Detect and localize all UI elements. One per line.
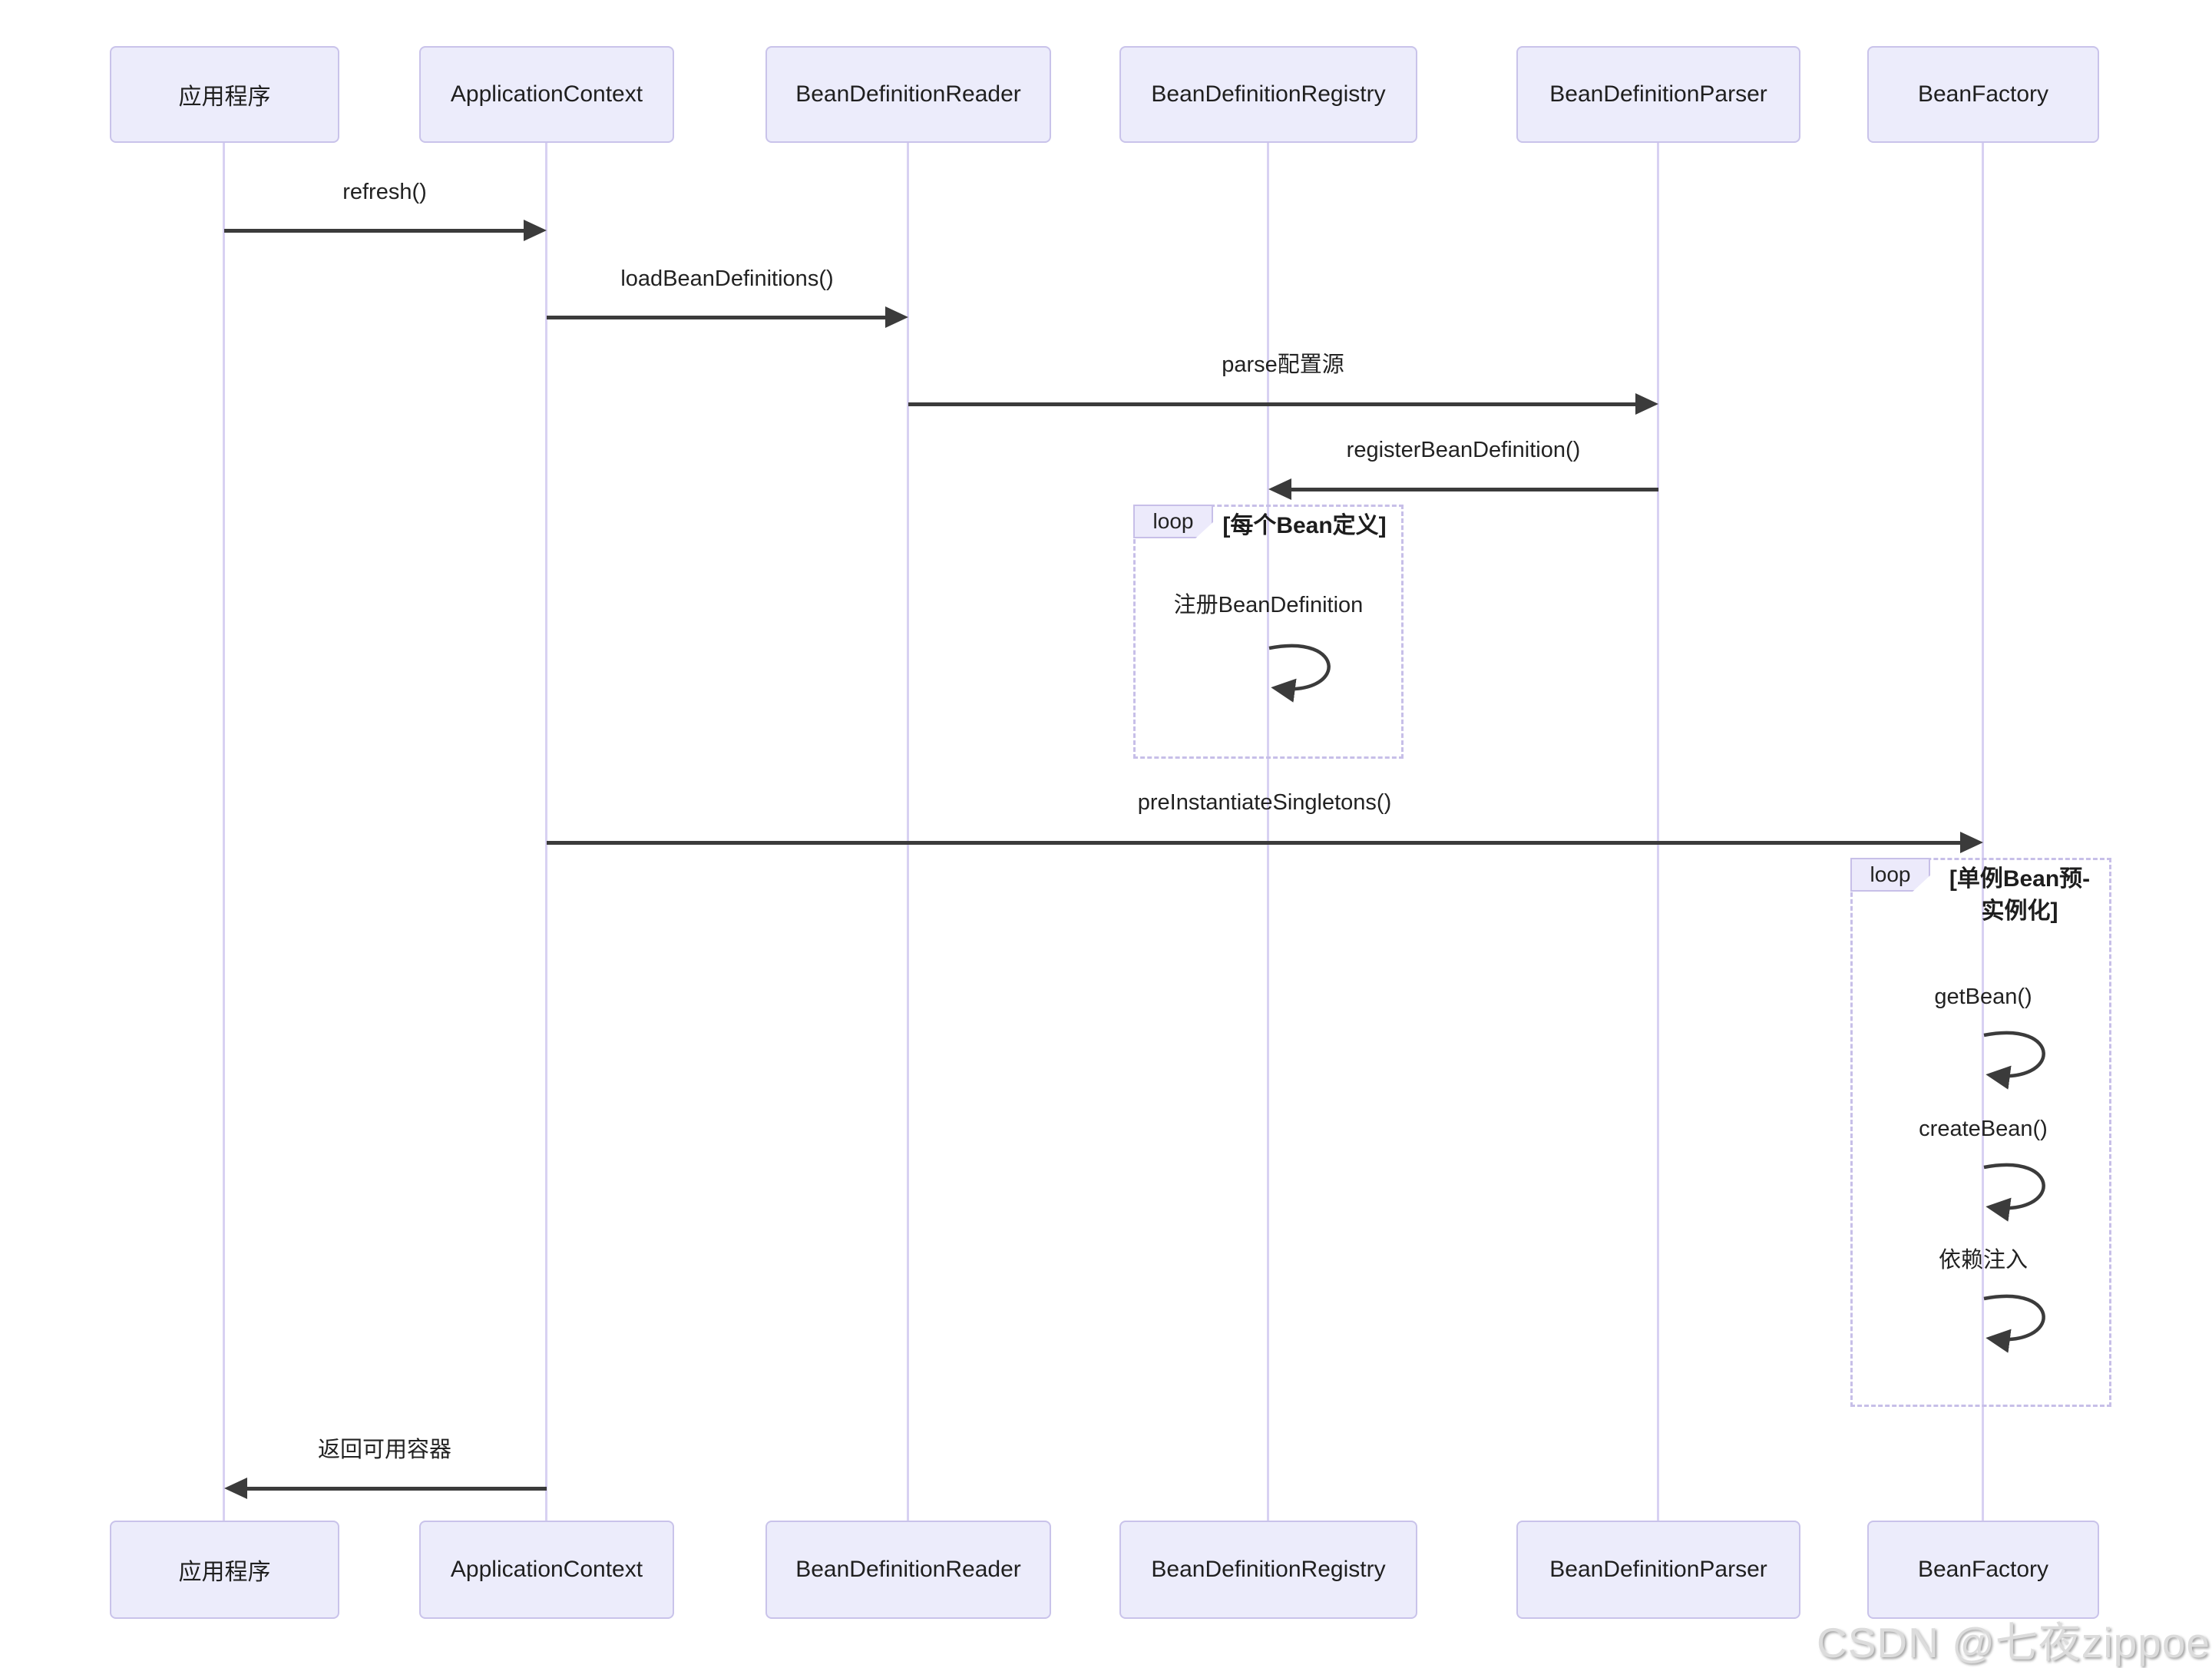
arrowhead-left-icon [224,1478,247,1499]
message-arrow-preinstantiatesingletons [547,841,1960,845]
message-arrow-parse-config [908,402,1635,406]
actor-label: ApplicationContext [450,1557,643,1582]
actor-bottom-beandefinitionreader: BeanDefinitionReader [765,1521,1051,1619]
self-message-label-register-beandefinition: 注册BeanDefinition [1173,593,1364,617]
message-arrow-loadbeandefinitions [547,316,885,319]
loop-condition-line1: [单例Bean预- [1949,866,2091,892]
message-label-return-container: 返回可用容器 [317,1438,451,1462]
loop-condition: [单例Bean预- 实例化] [1937,863,2102,928]
lifeline-beandefinitionparser [1657,143,1659,1521]
actor-bottom-beandefinitionregistry: BeanDefinitionRegistry [1119,1521,1417,1619]
arrowhead-right-icon [1960,832,1983,853]
message-label-parse-config: parse配置源 [1222,352,1344,377]
message-arrow-refresh [224,229,524,233]
actor-top-beandefinitionreader: BeanDefinitionReader [765,46,1051,143]
arrowhead-right-icon [885,306,908,328]
loop-condition: [每个Bean定义] [1222,513,1387,538]
actor-label: ApplicationContext [450,81,643,107]
arrowhead-right-icon [524,220,547,241]
actor-label: BeanFactory [1917,81,2049,107]
loop-box-singleton-preinstantiate: loop [单例Bean预- 实例化] [1850,858,2111,1407]
lifeline-beandefinitionreader [907,143,909,1521]
loop-keyword-tab: loop [1850,858,1930,892]
message-label-registerbeandefinition: registerBeanDefinition() [1346,438,1581,462]
loop-condition-line2: 实例化] [1981,899,2058,924]
actor-label: 应用程序 [178,84,271,110]
lifeline-beandefinitionregistry [1267,143,1269,1521]
actor-bottom-app: 应用程序 [110,1521,339,1619]
message-label-refresh: refresh() [342,180,427,204]
self-message-label-createbean: createBean() [1919,1117,2048,1141]
actor-top-beanfactory: BeanFactory [1867,46,2099,143]
actor-bottom-beandefinitionparser: BeanDefinitionParser [1516,1521,1800,1619]
actor-bottom-applicationcontext: ApplicationContext [419,1521,674,1619]
actor-label: 应用程序 [178,1560,271,1585]
actor-label: BeanDefinitionParser [1549,81,1767,107]
self-loop-arrow [1983,1031,2045,1090]
actor-label: BeanDefinitionRegistry [1151,81,1386,107]
actor-top-beandefinitionregistry: BeanDefinitionRegistry [1119,46,1417,143]
message-label-preinstantiatesingletons: preInstantiateSingletons() [1137,790,1392,815]
actor-label: BeanDefinitionRegistry [1151,1557,1386,1582]
actor-top-applicationcontext: ApplicationContext [419,46,674,143]
self-message-label-dependency-injection: 依赖注入 [1938,1248,2028,1273]
actor-label: BeanDefinitionReader [795,81,1021,107]
actor-label: BeanDefinitionReader [795,1557,1021,1582]
arrowhead-right-icon [1635,393,1658,415]
lifeline-app [223,143,225,1521]
watermark: CSDN @七夜zippoe [1816,1619,2210,1666]
self-loop-arrow [1983,1294,2045,1353]
self-loop-arrow [1983,1163,2045,1222]
arrowhead-left-icon [1268,478,1291,500]
self-loop-arrow [1268,644,1331,703]
message-label-loadbeandefinitions: loadBeanDefinitions() [620,266,834,291]
actor-top-beandefinitionparser: BeanDefinitionParser [1516,46,1800,143]
actor-bottom-beanfactory: BeanFactory [1867,1521,2099,1619]
actor-top-app: 应用程序 [110,46,339,143]
message-arrow-registerbeandefinition [1291,488,1658,491]
actor-label: BeanDefinitionParser [1549,1557,1767,1582]
message-arrow-return-container [247,1487,547,1491]
loop-box-each-bean: loop [每个Bean定义] [1133,505,1404,759]
lifeline-applicationcontext [545,143,547,1521]
self-message-label-getbean: getBean() [1934,985,2032,1009]
loop-keyword-tab: loop [1133,505,1213,538]
actor-label: BeanFactory [1917,1557,2049,1582]
